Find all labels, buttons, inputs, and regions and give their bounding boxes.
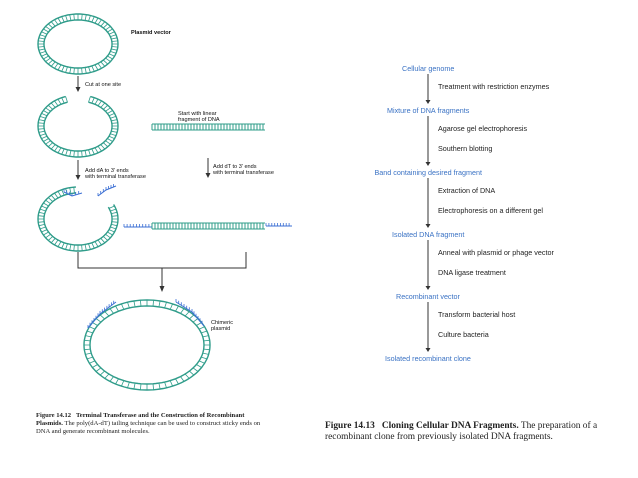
plasmid-vector-ring xyxy=(37,13,119,75)
add-dt-label: Add dT to 3' ends with terminal transfer… xyxy=(213,164,274,177)
add-dt-arrow-head xyxy=(205,173,211,178)
cut-label: Cut at one site xyxy=(85,82,122,88)
flow-stage: Band containing desired fragment xyxy=(374,168,482,177)
caption-number: Figure 14.12 xyxy=(36,412,72,419)
da-tail-left xyxy=(63,189,83,197)
dt-tail-right xyxy=(265,223,292,227)
flow-stage: Isolated recombinant clone xyxy=(385,354,471,363)
tailed-plasmid-ring xyxy=(37,186,119,252)
caption-text: The preparation of a recombinant clone f… xyxy=(325,421,598,442)
caption-title: Terminal Transferase and the Constructio… xyxy=(36,412,245,427)
linear-dna-fragment xyxy=(151,123,265,131)
flow-step: Culture bacteria xyxy=(438,330,489,339)
chimeric-tail-right xyxy=(175,299,205,327)
flow-stage: Cellular genome xyxy=(402,64,455,73)
tailed-dna-fragment xyxy=(151,222,265,230)
caption-title: Cloning Cellular DNA Fragments. xyxy=(381,421,519,431)
figure-14-13-caption: Figure 14.13 Cloning Cellular DNA Fragme… xyxy=(325,421,625,443)
start-linear-label: Start with linear fragment of DNA xyxy=(178,111,220,124)
chimeric-plasmid-label: Chimeric plasmid xyxy=(211,320,234,333)
add-da-label: Add dA to 3' ends with terminal transfer… xyxy=(85,168,146,181)
flow-arrow-head xyxy=(425,286,431,290)
plasmid-vector-label: Plasmid vector xyxy=(131,30,171,36)
flow-step: DNA ligase treatment xyxy=(438,268,506,277)
flow-step: Treatment with restriction enzymes xyxy=(438,82,550,91)
cut-plasmid-ring xyxy=(37,95,119,158)
flow-arrow-head xyxy=(425,348,431,352)
cut-arrow-head xyxy=(75,87,81,92)
flow-stage: Recombinant vector xyxy=(396,292,460,301)
add-da-arrow-head xyxy=(75,175,81,180)
merge-arrow-head xyxy=(159,286,165,292)
flow-arrow-head xyxy=(425,162,431,166)
flow-stage: Mixture of DNA fragments xyxy=(387,106,470,115)
da-tail-right xyxy=(97,184,117,197)
flow-step: Agarose gel electrophoresis xyxy=(438,124,528,133)
flow-stage: Isolated DNA fragment xyxy=(392,230,465,239)
figure-14-12-caption: Figure 14.12 Terminal Transferase and th… xyxy=(36,412,272,436)
flow-step: Anneal with plasmid or phage vector xyxy=(438,248,554,257)
flow-step: Electrophoresis on a different gel xyxy=(438,206,543,215)
flow-step: Transform bacterial host xyxy=(438,310,516,319)
flow-step: Southern blotting xyxy=(438,144,493,153)
flow-step: Extraction of DNA xyxy=(438,186,496,195)
dt-tail-left xyxy=(123,224,152,228)
caption-text: The poly(dA-dT) tailing technique can be… xyxy=(36,420,261,435)
caption-number: Figure 14.13 xyxy=(325,421,375,431)
flow-arrow-head xyxy=(425,224,431,228)
chimeric-plasmid-ring xyxy=(83,299,211,391)
chimeric-tail-left xyxy=(87,300,117,329)
flow-arrow-head xyxy=(425,100,431,104)
